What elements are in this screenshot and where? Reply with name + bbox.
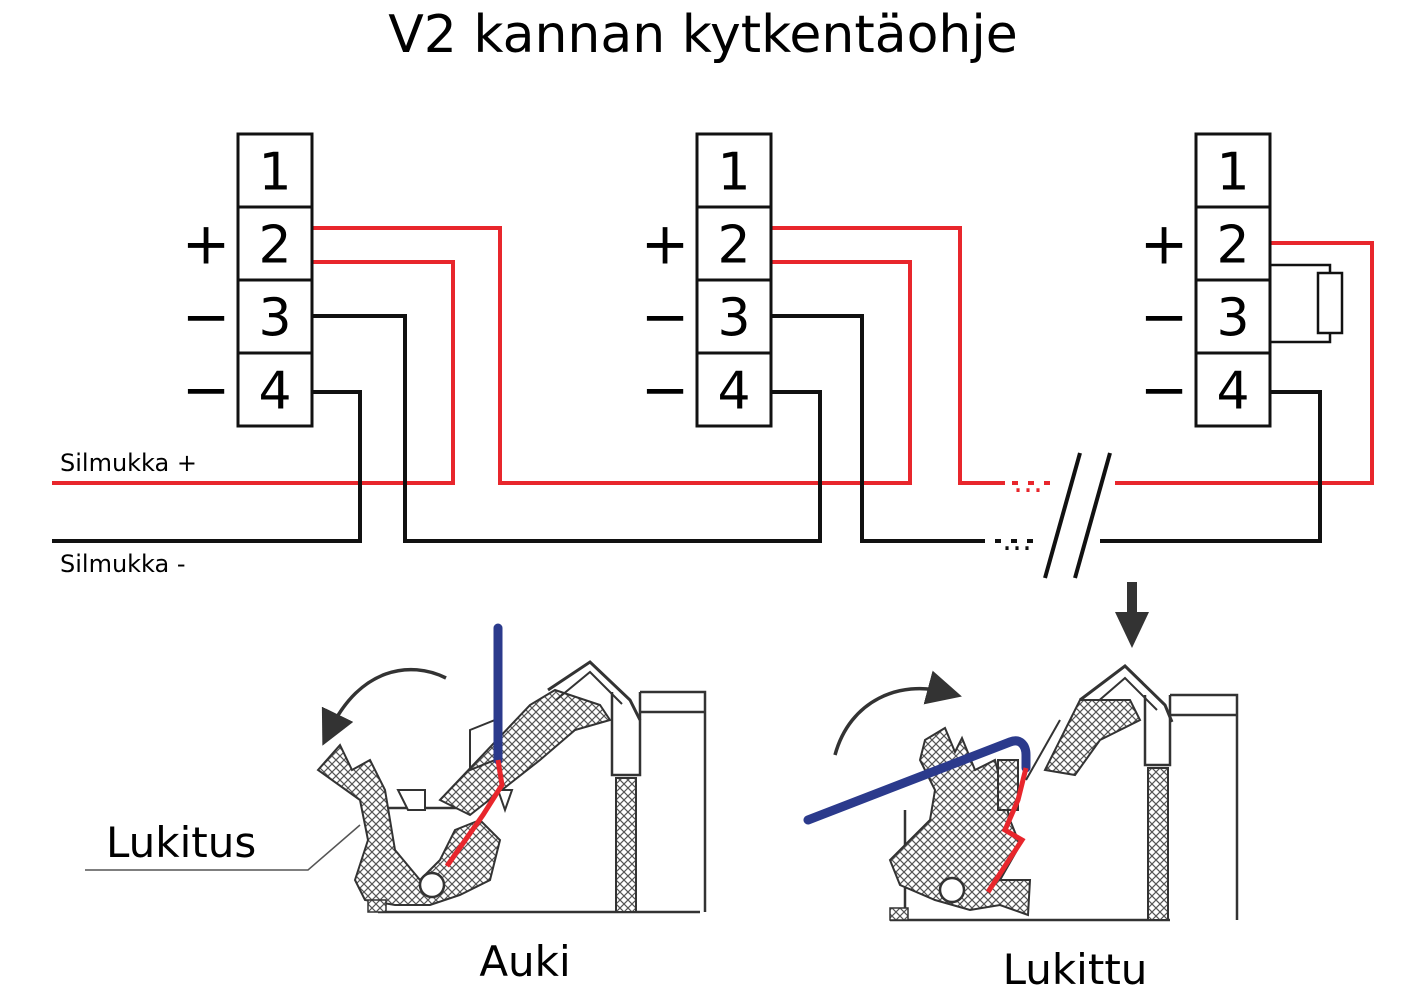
polarity-minus-sign: − (1140, 356, 1189, 424)
polarity-minus-sign: − (182, 356, 231, 424)
polarity-minus-sign: − (641, 356, 690, 424)
terminal-number: 3 (1216, 289, 1249, 349)
latch-arm-locked (1043, 699, 1142, 777)
lock-lever-locked (888, 726, 1032, 917)
spring-plate-open (547, 660, 642, 721)
terminal-number: 3 (717, 289, 750, 349)
terminal-cell (236, 351, 314, 428)
polarity-plus-sign: + (182, 210, 231, 278)
terminal-block-3: 1 2 +3−4− (1140, 132, 1272, 428)
rotate-arrow-locked (833, 670, 962, 756)
positive-link-1-2 (312, 226, 912, 485)
conductor-open (444, 759, 505, 868)
conductor-locked (985, 767, 1029, 894)
terminal-number: 4 (258, 362, 291, 422)
mechanism-locked (803, 582, 1239, 922)
terminal-block-2: 1 2 +3−4− (641, 132, 773, 428)
wires (52, 226, 1374, 543)
terminal-number: 1 (717, 143, 750, 203)
negative-link-2-3 (770, 314, 985, 543)
break-line-right (1073, 452, 1112, 579)
end-resistor (1270, 263, 1344, 344)
terminal-cell (695, 351, 773, 428)
continuation-dots-bottom: … (1002, 523, 1032, 558)
locked-caption: Lukittu (1003, 945, 1148, 994)
terminal-number: 3 (258, 289, 291, 349)
lock-pointer-line (85, 824, 361, 871)
terminal-cell (236, 132, 314, 209)
terminal-block-1: 1 2 +3−4− (182, 132, 314, 428)
negative-return-wire (1100, 390, 1322, 543)
polarity-plus-sign: + (641, 210, 690, 278)
terminal-number: 1 (1216, 143, 1249, 203)
terminal-number: 2 (1216, 216, 1249, 276)
rotate-arrow-open (321, 667, 447, 746)
terminal-number: 1 (258, 143, 291, 203)
polarity-plus-sign: + (1140, 210, 1189, 278)
terminal-blocks: 12+3−4−12+3−4−12+3−4− (182, 132, 1272, 428)
polarity-minus-sign: − (182, 283, 231, 351)
lock-label: Lukitus (106, 818, 256, 867)
spring-plate-locked (1079, 664, 1174, 723)
pivot-locked (938, 876, 966, 904)
latch-arm-open (438, 688, 612, 817)
pivot-open (418, 871, 446, 899)
terminal-cell (1194, 278, 1272, 355)
positive-loop-wire (52, 260, 455, 485)
lock-lever-open (316, 743, 502, 906)
cable-locked (803, 736, 1031, 825)
positive-return-wire (1115, 241, 1374, 485)
housing-wall-open (615, 777, 637, 913)
negative-link-1-2 (312, 314, 822, 543)
mechanism-open (85, 623, 707, 914)
terminal-cell (695, 278, 773, 355)
polarity-minus-sign: − (641, 283, 690, 351)
housing-wall-locked (1147, 767, 1169, 921)
break-line-left (1043, 452, 1082, 579)
terminal-number: 4 (717, 362, 750, 422)
terminal-number: 4 (1216, 362, 1249, 422)
terminal-cell (1194, 351, 1272, 428)
open-caption: Auki (479, 937, 570, 986)
terminal-cell (1194, 132, 1272, 209)
polarity-minus-sign: − (1140, 283, 1189, 351)
loop-negative-label: Silmukka - (60, 550, 186, 578)
loop-positive-label: Silmukka + (60, 449, 197, 477)
continuation-dots-top: … (1013, 465, 1043, 500)
diagram-title: V2 kannan kytkentäohje (388, 5, 1018, 65)
break-marks (1043, 452, 1112, 579)
terminal-number: 2 (258, 216, 291, 276)
positive-link-2-3 (770, 226, 1005, 485)
terminal-number: 2 (717, 216, 750, 276)
negative-loop-wire (52, 390, 362, 543)
push-arrow-head (1115, 612, 1149, 648)
